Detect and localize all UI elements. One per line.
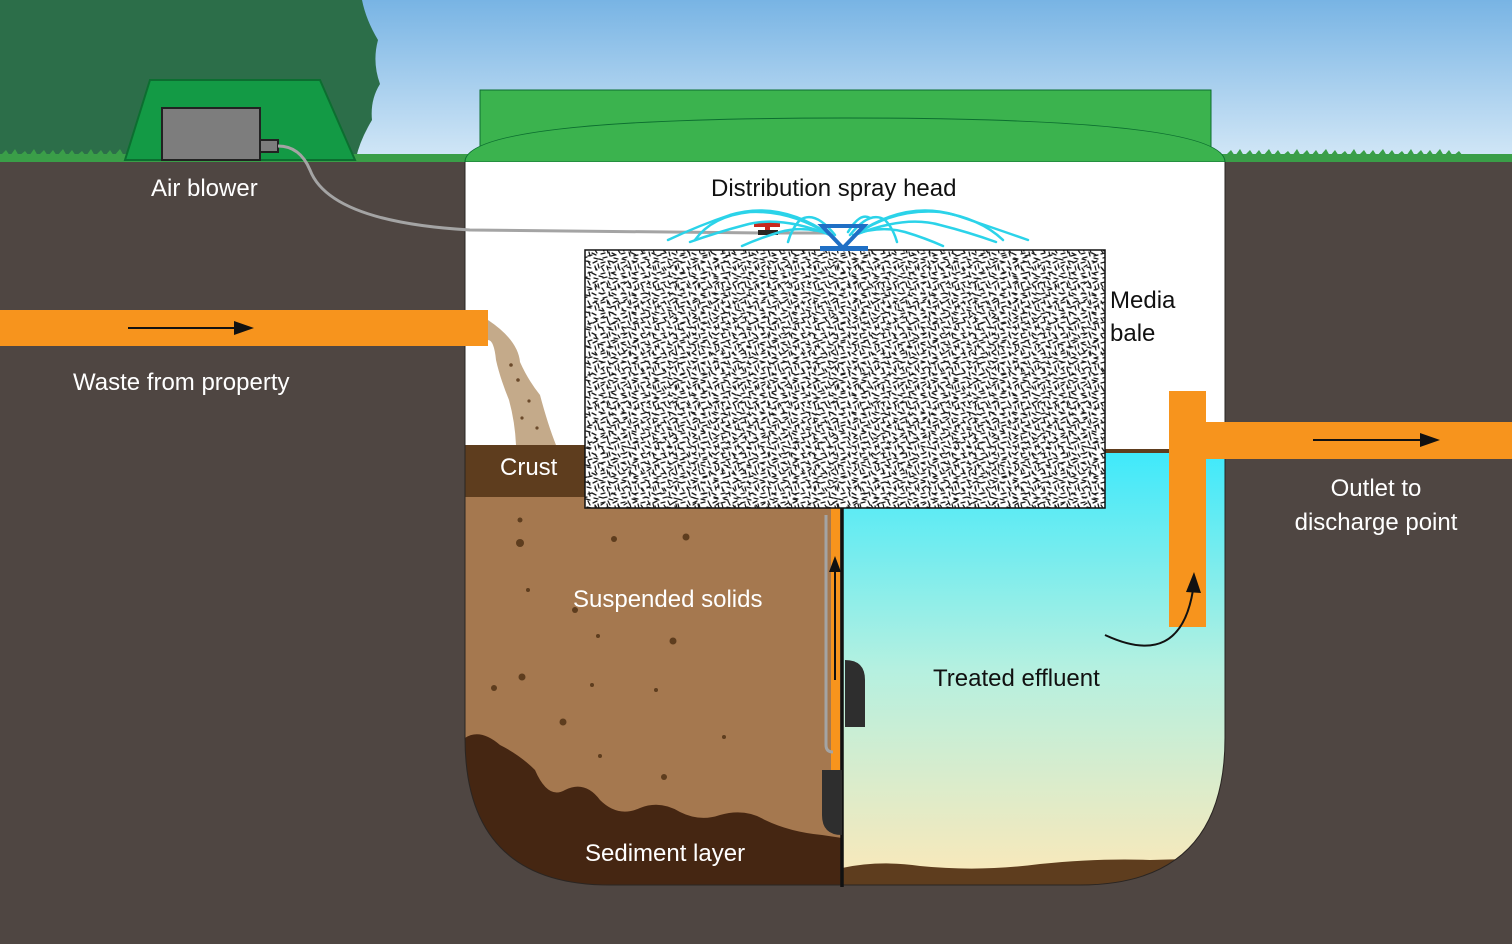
tank-lid-dome xyxy=(464,117,1226,163)
blower-outlet xyxy=(259,139,279,153)
treated-effluent-label: Treated effluent xyxy=(933,665,1100,692)
outlet-label-line1: Outlet to xyxy=(1330,475,1422,502)
suspended-solids-label: Suspended solids xyxy=(573,586,763,613)
outlet-label-line2: discharge point xyxy=(1294,509,1458,536)
grass-blades-right xyxy=(1225,149,1512,156)
baffle-flap-upper xyxy=(845,660,865,727)
distribution-spray-head-label: Distribution spray head xyxy=(711,175,957,202)
baffle-flap-lower xyxy=(822,770,842,835)
inlet-flow-arrow-icon xyxy=(128,321,254,335)
media-bale-label-line1: Media xyxy=(1110,287,1176,314)
media-bale-label-line2: bale xyxy=(1110,320,1156,347)
solids-specks xyxy=(491,517,726,780)
treated-effluent-zone xyxy=(842,452,1225,885)
outlet-flow-arrow-icon xyxy=(1313,433,1440,447)
spray-nozzle-icon xyxy=(817,224,869,251)
grass-blades-left xyxy=(0,149,360,156)
waste-stream xyxy=(488,320,556,445)
valve-icon xyxy=(754,222,780,235)
sediment-layer xyxy=(465,734,842,885)
crust-label: Crust xyxy=(500,454,558,481)
blower-unit xyxy=(161,107,261,161)
air-blower-label: Air blower xyxy=(151,175,258,202)
air-line xyxy=(277,144,830,235)
effluent-flow-arrow-icon xyxy=(1104,572,1201,647)
tank-wall xyxy=(464,162,1226,886)
spray-pattern xyxy=(666,209,1030,248)
waste-from-property-label: Waste from property xyxy=(73,369,290,396)
outlet-tee xyxy=(1169,391,1206,627)
sediment-layer-label: Sediment layer xyxy=(585,840,746,867)
